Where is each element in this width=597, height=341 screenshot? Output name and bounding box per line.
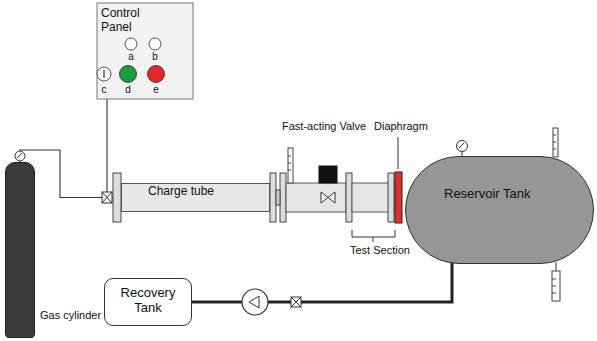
- node-text: Recovery Tank: [111, 286, 185, 316]
- part-label: Test Section: [350, 244, 410, 257]
- flange: [280, 173, 286, 222]
- node-text: Charge tube: [148, 185, 269, 199]
- valve-body: [321, 192, 335, 203]
- instrument-stem: [556, 262, 557, 271]
- valve-cross: [102, 192, 112, 203]
- stop-button: [148, 66, 165, 83]
- bracket: [352, 230, 395, 242]
- start-button: [120, 66, 137, 83]
- reservoir-tank: Reservoir Tank: [405, 156, 594, 264]
- level-scale: [552, 279, 556, 293]
- level-gauge: [552, 271, 560, 301]
- button-label: c: [98, 84, 110, 96]
- gauge-needle: [459, 143, 464, 148]
- flange: [346, 173, 352, 222]
- pump-symbol: [249, 296, 259, 308]
- indicator-lamp: [149, 38, 161, 50]
- panel-ground: [97, 3, 193, 99]
- button-label: b: [149, 51, 161, 63]
- button-label: e: [150, 84, 162, 96]
- tube-section: [286, 183, 346, 212]
- recovery-tank: Recovery Tank: [104, 278, 192, 326]
- button-label: a: [125, 51, 137, 63]
- valve-actuator: [319, 166, 337, 183]
- charge-tube: Charge tube: [121, 183, 270, 212]
- flange: [270, 173, 276, 222]
- control-panel: Control Panel: [97, 3, 193, 99]
- return-valve: [291, 297, 301, 307]
- switch-mark: [103, 70, 104, 78]
- diaphragm: [395, 172, 402, 223]
- thermometer-scale: [553, 135, 556, 149]
- thermometer: [288, 148, 293, 183]
- thermometer-scale: [288, 156, 291, 170]
- gas-cylinder: Gas cylinder: [5, 162, 35, 338]
- part-label: Diaphragm: [374, 120, 428, 133]
- leader-line: [398, 137, 399, 169]
- node-text: Gas cylinder: [40, 309, 101, 322]
- node-text: Reservoir Tank: [414, 187, 585, 202]
- valve-cross: [291, 297, 301, 307]
- power-switch: [97, 67, 111, 81]
- part-label: Fast-acting Valve: [282, 120, 366, 133]
- indicator-lamp: [125, 38, 137, 50]
- pressure-gauge: [457, 141, 468, 152]
- vacuum-pump: [242, 289, 268, 315]
- gauge-needle: [17, 153, 22, 158]
- recovery-line: [192, 263, 452, 302]
- button-label: d: [122, 84, 134, 96]
- node-text: Control Panel: [101, 7, 151, 35]
- pressure-gauge: [15, 151, 25, 161]
- solenoid-valve: [102, 192, 112, 203]
- thermometer: [553, 128, 558, 157]
- flange: [113, 173, 121, 222]
- flange: [388, 173, 394, 222]
- flange-bolt: [276, 190, 280, 205]
- gas-line: [20, 150, 121, 198]
